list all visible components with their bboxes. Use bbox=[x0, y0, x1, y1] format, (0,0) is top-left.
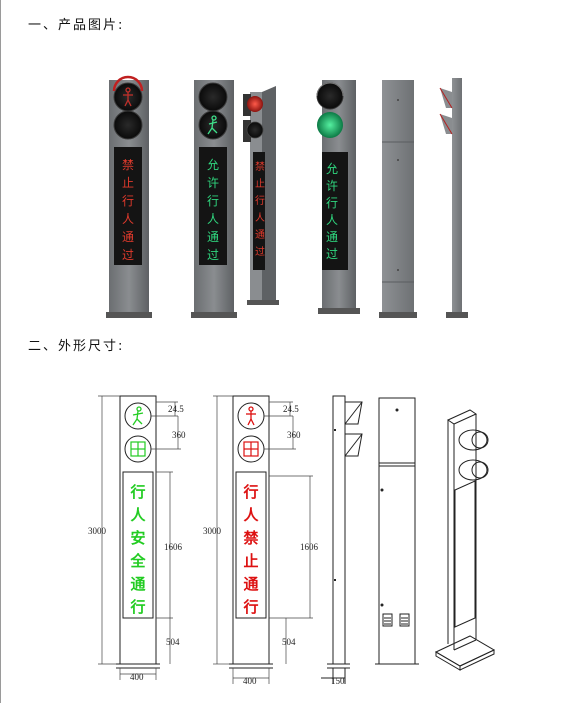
pole1-char-5: 过 bbox=[122, 248, 134, 262]
vent-grille-right-icon bbox=[399, 613, 410, 627]
photo-pole-6-side bbox=[439, 78, 468, 318]
d2-dim-screen: 1606 bbox=[300, 542, 319, 552]
d1-char-5: 行 bbox=[129, 598, 145, 616]
d1-char-3: 全 bbox=[129, 552, 146, 570]
drawing-pole-1 bbox=[116, 395, 160, 669]
d1-char-4: 通 bbox=[130, 575, 145, 593]
photo-pole-1: 禁 止 行 人 通 过 bbox=[106, 75, 152, 318]
green-pedestrian-icon bbox=[207, 115, 218, 135]
d2-char-1: 人 bbox=[243, 506, 259, 524]
d1-dim-bottom: 504 bbox=[166, 637, 180, 647]
d1-dim-width: 400 bbox=[130, 672, 144, 682]
d2-dim-bottom: 504 bbox=[282, 637, 296, 647]
pole2-char-2: 行 bbox=[207, 194, 219, 208]
drawing-pole-2 bbox=[229, 395, 273, 669]
drawing-side-view bbox=[321, 395, 363, 684]
red-pedestrian-drawing-icon bbox=[246, 406, 256, 426]
pole3-char-0: 禁 bbox=[255, 161, 265, 173]
pole2-char-0: 允 bbox=[207, 157, 219, 172]
drawing-pole-1-dims bbox=[98, 395, 181, 680]
d1-dim-top: 24.5 bbox=[168, 404, 184, 414]
photo-pole-3: 禁 止 行 人 通 过 bbox=[243, 86, 279, 305]
pole4-char-4: 通 bbox=[326, 230, 338, 244]
d1-dim-total: 3000 bbox=[88, 526, 107, 536]
photo-pole-5-back bbox=[379, 80, 417, 318]
pole3-char-4: 通 bbox=[255, 229, 265, 241]
pole3-char-3: 人 bbox=[255, 212, 265, 224]
pole3-char-2: 行 bbox=[255, 194, 265, 207]
countdown-grid-red-icon bbox=[243, 441, 259, 457]
photo-pole-2: 允 许 行 人 通 过 bbox=[191, 80, 237, 318]
d1-dim-screen: 1606 bbox=[164, 542, 183, 552]
pole4-char-0: 允 bbox=[326, 161, 338, 176]
drawing-pole-1-text: 行 人 安 全 通 行 bbox=[129, 483, 146, 616]
pole2-char-3: 人 bbox=[207, 212, 219, 226]
pole2-char-5: 过 bbox=[207, 248, 219, 262]
pole3-char-5: 过 bbox=[255, 245, 265, 258]
pole4-char-3: 人 bbox=[326, 213, 338, 227]
pole4-char-1: 许 bbox=[326, 179, 338, 193]
pole1-char-2: 行 bbox=[122, 194, 134, 208]
drawing-pole-2-text: 行 人 禁 止 通 行 bbox=[242, 483, 259, 616]
d2-char-4: 通 bbox=[243, 575, 258, 593]
drawing-pole-2-dims bbox=[213, 395, 313, 684]
d1-char-0: 行 bbox=[129, 483, 145, 501]
d2-dim-spacing: 360 bbox=[287, 430, 301, 440]
pole3-char-1: 止 bbox=[255, 178, 265, 190]
pole2-char-4: 通 bbox=[207, 230, 219, 244]
pole2-char-1: 许 bbox=[207, 176, 219, 190]
countdown-grid-icon bbox=[130, 441, 146, 457]
drawing-isometric bbox=[434, 409, 496, 671]
d2-dim-width: 400 bbox=[243, 676, 257, 686]
heading-product-images: 一、产品图片: bbox=[28, 18, 125, 33]
pole1-char-3: 人 bbox=[122, 212, 134, 226]
vent-grille-left-icon bbox=[382, 613, 393, 627]
drawing-back-view bbox=[375, 397, 419, 665]
d2-char-0: 行 bbox=[242, 483, 258, 501]
side-dim-depth: 150 bbox=[331, 676, 345, 686]
page-left-border bbox=[0, 0, 1, 703]
d2-dim-total: 3000 bbox=[203, 526, 222, 536]
d1-dim-spacing: 360 bbox=[172, 430, 186, 440]
pole1-char-4: 通 bbox=[122, 230, 134, 244]
d2-char-3: 止 bbox=[243, 552, 258, 570]
d1-char-1: 人 bbox=[130, 506, 146, 524]
heading-dimensions: 二、外形尺寸: bbox=[28, 339, 125, 354]
photo-pole-4: 允 许 行 人 通 过 bbox=[316, 80, 360, 314]
pole1-char-1: 止 bbox=[122, 176, 134, 190]
d2-char-5: 行 bbox=[242, 598, 258, 616]
red-pedestrian-icon bbox=[123, 87, 133, 107]
d2-dim-top: 24.5 bbox=[283, 404, 299, 414]
pole4-char-5: 过 bbox=[326, 247, 338, 261]
green-pedestrian-drawing-icon bbox=[132, 406, 144, 426]
d1-char-2: 安 bbox=[130, 529, 145, 547]
pole1-char-0: 禁 bbox=[122, 158, 134, 172]
d2-char-2: 禁 bbox=[243, 529, 258, 547]
pole4-char-2: 行 bbox=[326, 196, 338, 210]
